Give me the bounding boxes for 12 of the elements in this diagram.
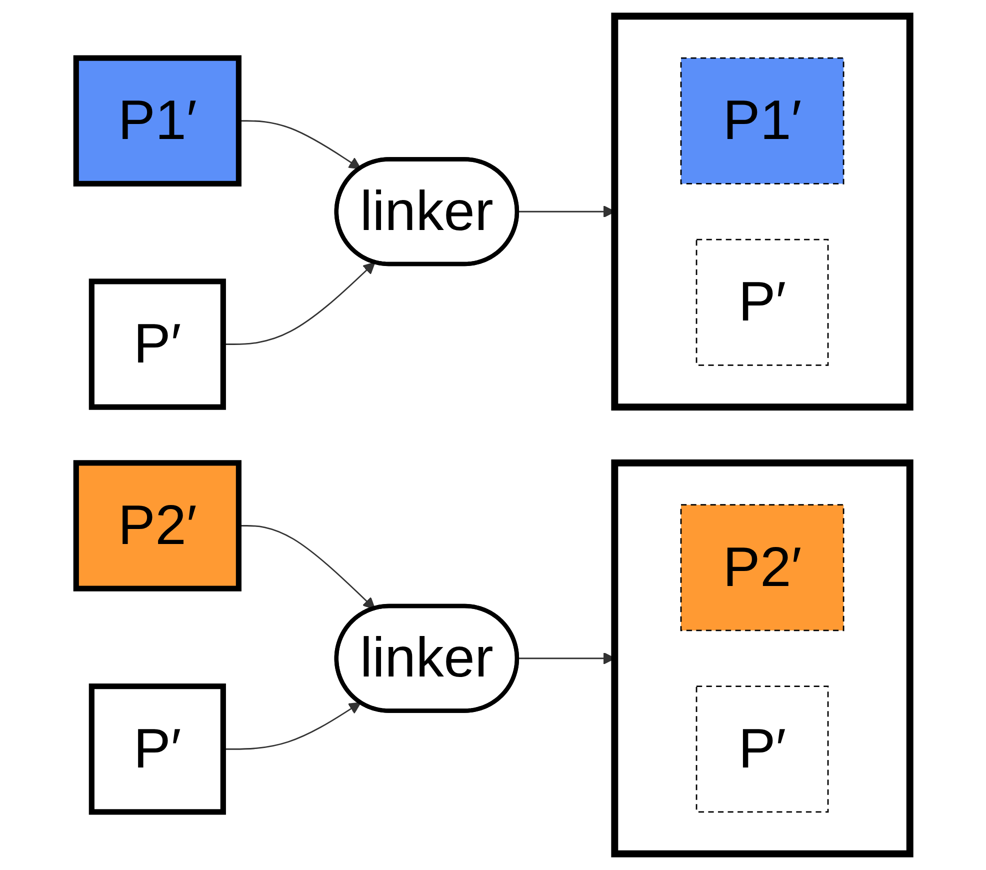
node-box: P′ — [696, 238, 829, 366]
cluster — [611, 459, 914, 858]
node-box: P2′ — [680, 504, 844, 632]
node-box: P′ — [696, 686, 829, 813]
arrow — [238, 120, 362, 170]
node-box: P1′ — [73, 55, 242, 186]
node-box: P′ — [88, 278, 226, 410]
node-box: P1′ — [680, 57, 844, 184]
node-box: P2′ — [73, 460, 242, 592]
cluster — [611, 12, 914, 411]
arrow — [223, 702, 362, 750]
node-box: P′ — [88, 684, 226, 815]
